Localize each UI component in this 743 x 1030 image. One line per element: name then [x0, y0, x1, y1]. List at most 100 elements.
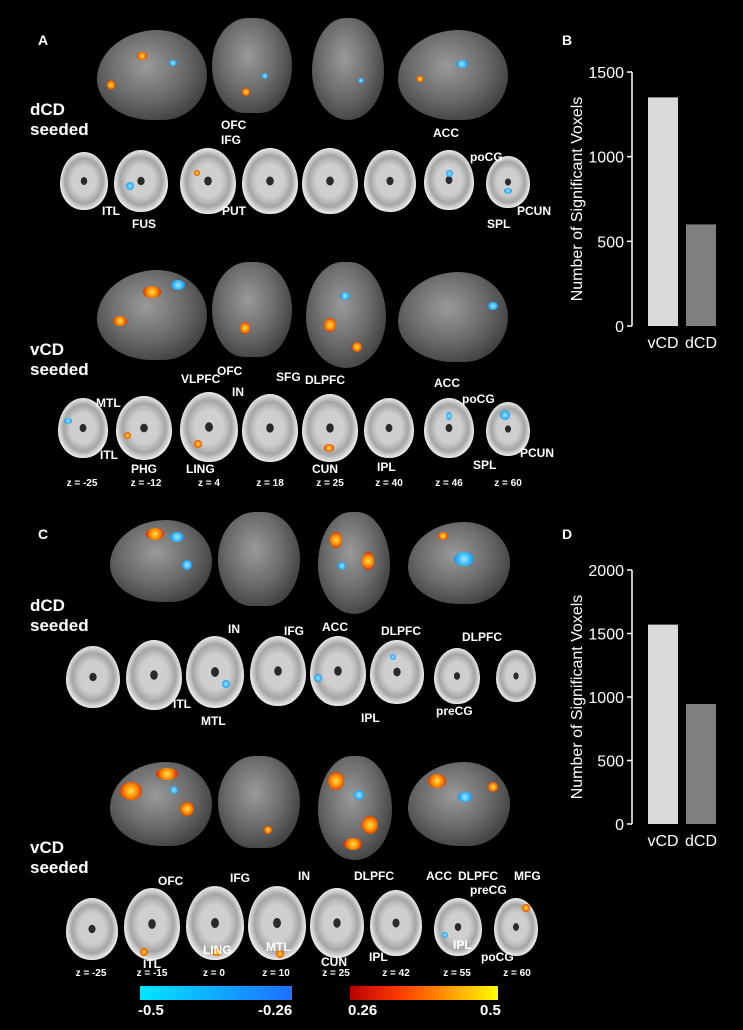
- colorbar-negative: [140, 986, 292, 1000]
- label-c-vcd-ling: LING: [203, 943, 232, 957]
- z-label-top-1: z = -25: [66, 478, 98, 489]
- z-label-bottom-5: z = 25: [322, 968, 350, 979]
- chart-d-x-tick-label-dCD: dCD: [685, 833, 717, 850]
- chart-d-x-tick-label-vCD: vCD: [647, 833, 678, 850]
- slice-a-dcd-7: [424, 150, 474, 210]
- slice-c-dcd-7: [434, 648, 480, 704]
- chart-b-y-axis-label: Number of Significant Voxels: [569, 97, 586, 302]
- label-a-vcd-phg: PHG: [131, 462, 158, 476]
- colorbar-tick-pos-min: 0.26: [348, 1002, 378, 1019]
- label-c-vcd-dlpfc-1: DLPFC: [354, 869, 394, 883]
- panel-label-b: B: [562, 32, 573, 48]
- slice-a-vcd-6: [364, 398, 414, 458]
- slice-a-dcd-2: [114, 150, 168, 212]
- slice-c-vcd-2: [124, 888, 180, 960]
- colorbar-tick-neg-min: -0.5: [138, 1002, 164, 1019]
- label-a-vcd-pcun: PCUN: [520, 446, 555, 460]
- panel-label-a: A: [38, 32, 49, 48]
- slice-c-dcd-2: [126, 640, 182, 710]
- brain-3d-inferior-c: [218, 512, 300, 606]
- slice-c-vcd-4: [248, 886, 306, 960]
- z-label-bottom-3: z = 0: [203, 968, 225, 979]
- brain-3d-lateral-left-vcd: [97, 270, 207, 360]
- chart-b-bar-dCD: [686, 224, 716, 326]
- label-a-vcd-ipl: IPL: [377, 460, 396, 474]
- label-c-vcd-mfg: MFG: [514, 869, 541, 883]
- z-label-bottom-7: z = 55: [443, 968, 471, 979]
- slice-a-vcd-1: [58, 398, 108, 458]
- brain-3d-inferior-vcd: [212, 262, 292, 357]
- label-c-vcd-itl: ITL: [143, 957, 161, 971]
- brain-3d-lateral-right-vcd-c: [408, 762, 510, 846]
- label-c-vcd-mtl: MTL: [266, 940, 291, 954]
- label-c-vcd-dlpfc-2: DLPFC: [458, 869, 498, 883]
- chart-d-bar-dCD: [686, 703, 716, 824]
- brain-3d-lateral-right-vcd: [398, 272, 508, 362]
- slice-c-vcd-1: [66, 898, 118, 960]
- label-a-vcd-ofc: OFC: [217, 364, 243, 378]
- z-label-top-5: z = 25: [316, 478, 344, 489]
- slice-a-dcd-4: [242, 148, 298, 214]
- chart-b-x-tick-label-dCD: dCD: [685, 335, 717, 352]
- label-a-dcd-fus: FUS: [132, 217, 156, 231]
- chart-b-y-tick-label-3: 1500: [588, 65, 624, 82]
- label-c-dcd-ipl: IPL: [361, 711, 380, 725]
- z-label-top-7: z = 46: [435, 478, 463, 489]
- brain-3d-superior: [312, 18, 384, 120]
- z-label-top-4: z = 18: [256, 478, 284, 489]
- label-a-dcd-itl: ITL: [102, 204, 120, 218]
- label-c-vcd-ipl-2: IPL: [453, 938, 472, 952]
- slice-a-vcd-4: [242, 394, 298, 462]
- label-a-dcd-pcun: PCUN: [517, 204, 552, 218]
- brain-3d-superior-vcd-c: [318, 756, 392, 860]
- label-a-vcd-acc: ACC: [434, 376, 460, 390]
- label-a-dcd-put: PUT: [222, 204, 246, 218]
- chart-d-y-tick-label-1: 500: [597, 754, 624, 771]
- label-c-vcd-precg: preCG: [470, 883, 507, 897]
- z-label-top-8: z = 60: [494, 478, 522, 489]
- slice-c-dcd-8: [496, 650, 536, 702]
- slice-a-dcd-3: [180, 148, 236, 214]
- label-c-dcd-dlpfc-1: DLPFC: [381, 624, 421, 638]
- slice-a-vcd-7: [424, 398, 474, 458]
- label-a-dcd-ofc: OFC: [221, 118, 247, 132]
- slice-a-dcd-5: [302, 148, 358, 214]
- label-a-dcd-ifg: IFG: [221, 133, 241, 147]
- z-label-bottom-8: z = 60: [503, 968, 531, 979]
- z-label-top-2: z = -12: [130, 478, 162, 489]
- slice-a-dcd-8: [486, 156, 530, 208]
- z-label-top-6: z = 40: [375, 478, 403, 489]
- label-a-vcd-mtl: MTL: [96, 396, 121, 410]
- slice-a-vcd-8: [486, 402, 530, 456]
- label-a-vcd-pocg: poCG: [462, 392, 495, 406]
- label-c-vcd-acc: ACC: [426, 869, 452, 883]
- label-a-dcd-acc: ACC: [433, 126, 459, 140]
- slice-a-dcd-6: [364, 150, 416, 212]
- chart-d-y-tick-label-3: 1500: [588, 627, 624, 644]
- z-label-bottom-1: z = -25: [75, 968, 107, 979]
- brain-3d-lateral-right: [398, 30, 508, 120]
- label-a-vcd-sfg: SFG: [276, 370, 301, 384]
- brain-3d-lateral-right-c: [408, 522, 510, 604]
- slice-c-vcd-3: [186, 886, 244, 960]
- label-c-vcd-cun: CUN: [321, 955, 347, 969]
- label-c-dcd-ifg: IFG: [284, 624, 304, 638]
- brain-3d-inferior: [212, 18, 292, 113]
- panel-label-d: D: [562, 526, 573, 542]
- label-a-vcd-dlpfc: DLPFC: [305, 373, 345, 387]
- label-a-vcd-in: IN: [232, 385, 244, 399]
- chart-b-x-tick-label-vCD: vCD: [647, 335, 678, 352]
- chart-b-bar-vCD: [648, 97, 678, 327]
- brain-3d-lateral-left-vcd-c: [110, 762, 212, 846]
- label-a-dcd-pocg: poCG: [470, 150, 503, 164]
- chart-d-y-tick-label-0: 0: [615, 817, 624, 834]
- panel-label-c: C: [38, 526, 49, 542]
- label-a-vcd-spl: SPL: [473, 458, 497, 472]
- label-a-vcd-ling: LING: [186, 462, 215, 476]
- label-c-vcd-ifg: IFG: [230, 871, 250, 885]
- chart-b-y-tick-label-2: 1000: [588, 150, 624, 167]
- slice-c-vcd-6: [370, 890, 422, 956]
- brain-3d-lateral-left: [97, 30, 207, 120]
